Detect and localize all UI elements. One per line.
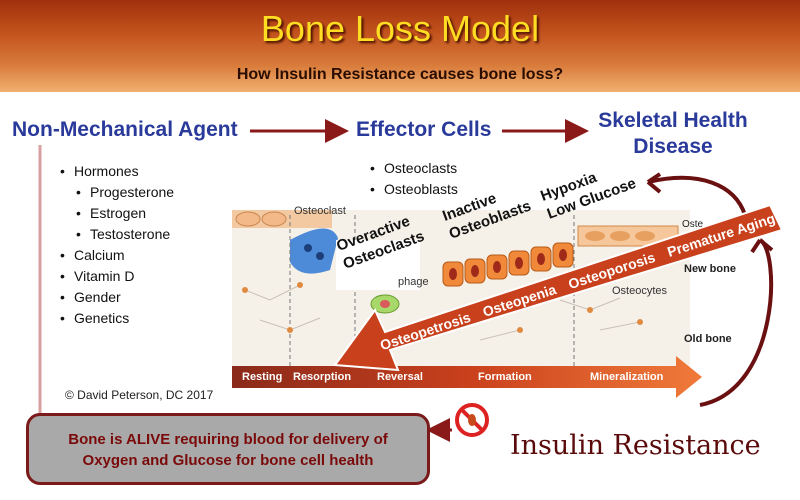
- skeletal-heading: Skeletal Health Disease: [588, 108, 758, 160]
- agent-item: •Testosterone: [76, 226, 171, 242]
- page-title: Bone Loss Model: [260, 8, 540, 49]
- header-banner: [0, 0, 800, 92]
- agent-heading: Non-Mechanical Agent: [12, 118, 238, 141]
- effector-list: •Osteoclasts •Osteoblasts: [370, 158, 458, 200]
- phase-label: Reversal: [377, 371, 423, 383]
- agent-list: •Hormones •Progesterone •Estrogen •Testo…: [60, 161, 174, 329]
- callout-line1: Bone is ALIVE requiring blood for delive…: [68, 431, 388, 448]
- effector-item: •Osteoblasts: [370, 181, 458, 197]
- copyright-text: © David Peterson, DC 2017: [65, 388, 214, 402]
- skeletal-heading-line2: Disease: [633, 135, 713, 158]
- no-sign-icon: [455, 403, 489, 437]
- phase-label: Formation: [478, 371, 532, 383]
- osteoblast-row: [442, 242, 574, 287]
- phase-label: Resorption: [293, 371, 352, 383]
- agent-item: •Calcium: [60, 247, 125, 263]
- insulin-resistance-label: Insulin Resistance: [510, 430, 761, 461]
- agent-item: •Genetics: [60, 310, 130, 326]
- new-bone-label: New bone: [684, 263, 736, 275]
- osteoclast-label: Osteoclast: [294, 205, 346, 217]
- skeletal-heading-line1: Skeletal Health: [598, 109, 748, 132]
- agent-item: •Vitamin D: [60, 268, 135, 284]
- phase-label: Resting: [242, 371, 283, 383]
- osteo-partial-label: Oste: [682, 219, 704, 230]
- effector-heading: Effector Cells: [356, 118, 492, 141]
- agent-item: •Gender: [60, 289, 121, 305]
- agent-item: •Estrogen: [76, 205, 147, 221]
- lining-cells: [577, 225, 679, 247]
- insulin-curved-arrows: [646, 172, 774, 407]
- osteocytes-label: Osteocytes: [612, 285, 668, 297]
- disease-arrow: [333, 203, 784, 372]
- agent-item: •Progesterone: [76, 184, 175, 200]
- agent-item: •Hormones: [60, 163, 139, 179]
- phase-label: Mineralization: [590, 371, 664, 383]
- effector-item: •Osteoclasts: [370, 160, 458, 176]
- phagocyte-label: phage: [398, 276, 429, 288]
- page-subtitle: How Insulin Resistance causes bone loss?: [236, 66, 564, 83]
- bone-alive-callout: Bone is ALIVE requiring blood for delive…: [26, 413, 430, 485]
- old-bone-label: Old bone: [684, 333, 732, 345]
- callout-line2: Oxygen and Glucose for bone cell health: [82, 452, 374, 469]
